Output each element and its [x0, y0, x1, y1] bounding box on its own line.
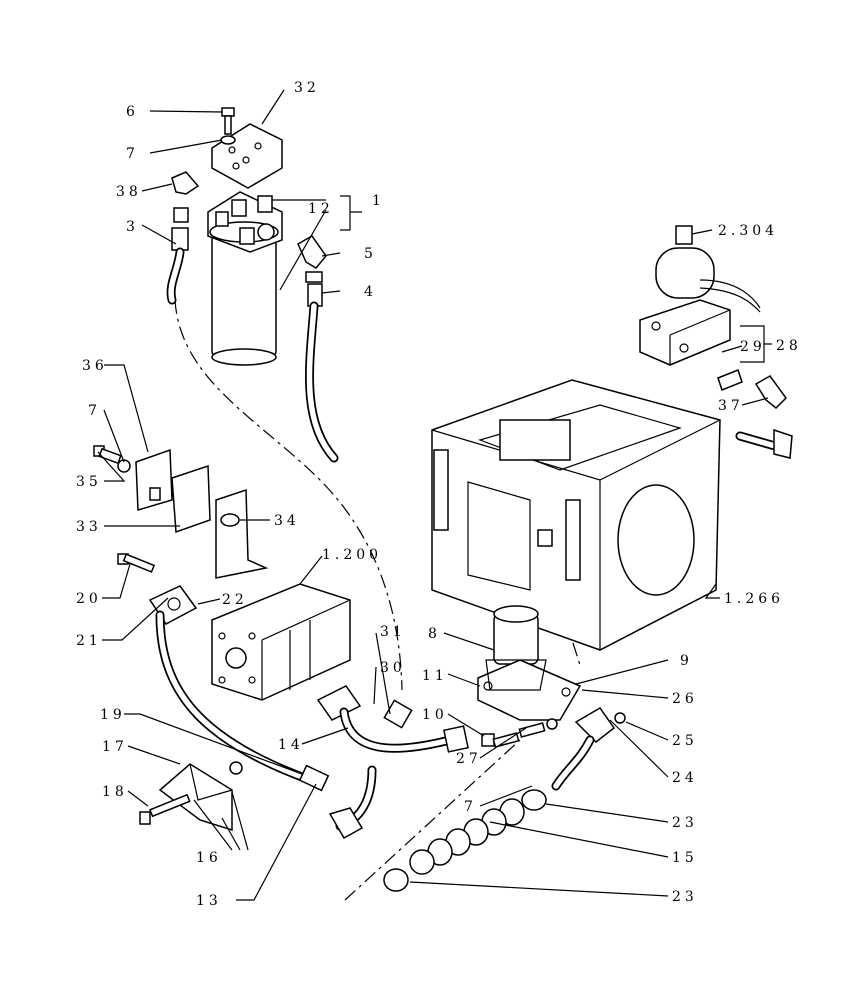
label-26: 26	[672, 691, 698, 707]
label-6: 6	[126, 104, 139, 120]
hose-3-assembly	[166, 171, 200, 305]
label-32: 32	[294, 80, 320, 96]
label-1: 1	[372, 193, 385, 209]
label-9: 9	[680, 653, 693, 669]
hose-4-assembly	[297, 235, 339, 463]
mount-blocks	[93, 445, 269, 579]
label-3: 3	[126, 219, 139, 235]
leader-lines	[97, 89, 772, 901]
bellows-hose-15	[383, 789, 547, 892]
label-23-lower: 23	[672, 889, 698, 905]
pipe-clamp	[139, 761, 243, 832]
pipe-14	[316, 685, 469, 840]
label-35: 35	[76, 474, 102, 490]
lower-filter	[477, 605, 582, 748]
label-8: 8	[428, 626, 441, 642]
label-4: 4	[364, 284, 377, 300]
label-20: 20	[76, 591, 102, 607]
label-11: 11	[422, 668, 448, 684]
label-33: 33	[76, 519, 102, 535]
pipe-19	[117, 553, 330, 792]
label-12: 12	[308, 201, 334, 217]
label-22: 22	[222, 592, 248, 608]
label-34: 34	[274, 513, 300, 529]
label-7-low: 7	[464, 799, 477, 815]
label-13: 13	[196, 893, 222, 909]
label-38: 38	[116, 184, 142, 200]
filter-bracket	[211, 123, 283, 189]
label-36: 36	[82, 358, 108, 374]
label-31: 31	[380, 624, 406, 640]
label-16: 16	[196, 850, 222, 866]
bolt-6	[220, 107, 236, 145]
label-23-upper: 23	[672, 815, 698, 831]
label-7-mid: 7	[88, 403, 101, 419]
label-7-top: 7	[126, 146, 139, 162]
fitting-24	[551, 707, 626, 791]
label-17: 17	[102, 739, 128, 755]
transmission-housing	[431, 379, 793, 651]
label-30: 30	[380, 660, 406, 676]
label-10: 10	[422, 707, 448, 723]
solenoid-valve	[639, 225, 787, 410]
label-21: 21	[76, 633, 102, 649]
label-1-266: 1.266	[724, 591, 784, 607]
label-25: 25	[672, 733, 698, 749]
label-18: 18	[102, 784, 128, 800]
part-labels: 6 7 32 38 3 12 1 5 4 2.304 29 28 37 36 7…	[76, 80, 802, 909]
label-27: 27	[456, 751, 482, 767]
label-14: 14	[278, 737, 304, 753]
filter-assembly	[207, 191, 283, 366]
label-24: 24	[672, 770, 698, 786]
label-29: 29	[740, 339, 766, 355]
label-28: 28	[776, 338, 802, 354]
label-2-304: 2.304	[718, 223, 778, 239]
label-15: 15	[672, 850, 698, 866]
label-37: 37	[718, 398, 744, 414]
label-5: 5	[364, 246, 377, 262]
hydraulic-pump	[211, 583, 351, 701]
label-19: 19	[100, 707, 126, 723]
label-1-200: 1.200	[322, 547, 382, 563]
